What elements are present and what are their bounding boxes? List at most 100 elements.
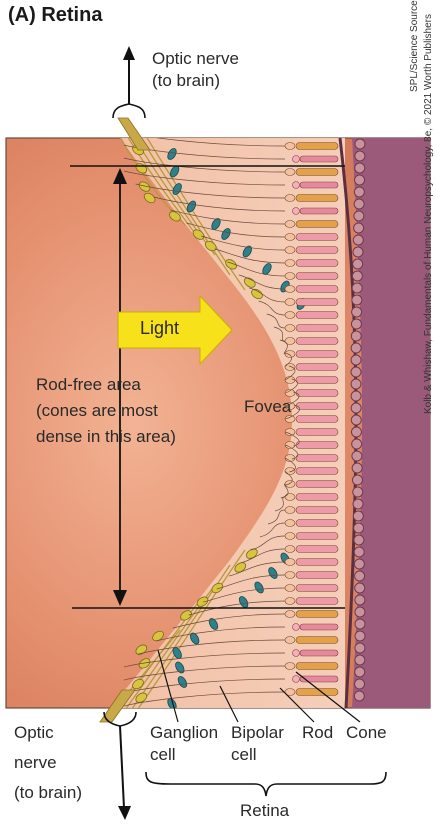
receptor-fiber [284,365,296,381]
receptor-fiber [250,535,286,551]
receptor-fiber [259,522,286,538]
pigment-cell [354,678,366,690]
pigment-cell [352,258,364,270]
receptor-fiber [229,561,286,577]
receptor-fiber [284,457,296,473]
cone-cell [295,194,339,202]
rod-nucleus [292,207,300,215]
rod-label: Rod [302,723,334,742]
light-arrow [117,294,233,366]
cone-nucleus [284,454,296,462]
cone-cell [295,519,339,527]
cone-nucleus [284,259,296,267]
pigment-layer [352,138,430,708]
ganglion-cell-label: Ganglion cell [150,723,219,764]
pigment-cell [350,402,362,414]
bipolar-cell [242,245,252,258]
cone-nucleus [284,584,296,592]
pigment-cell [354,618,366,630]
cone-cell [295,441,339,449]
pigment-cell [351,474,363,486]
receptor-fiber [156,626,286,642]
cone-cell [295,233,339,241]
pigment-cell [354,570,366,582]
pigment-cell [354,174,366,186]
pigment-cell [351,438,363,450]
receptor-fiber [201,235,286,251]
ganglion-cell [211,582,224,594]
rod-cell [299,181,339,189]
cone-nucleus [284,194,296,202]
cone-cell [295,285,339,293]
cone-nucleus [284,571,296,579]
bipolar-cell-label: Bipolar cell [231,723,284,764]
ganglion-cell [180,610,192,621]
cone-nucleus [284,662,296,670]
ganglion-cell [192,229,205,240]
pigment-cell [353,222,365,234]
receptor-fiber [284,378,298,394]
receptor-fiber [266,313,286,329]
cone-nucleus [284,324,296,332]
retina-label: Retina [240,801,290,820]
receptor-fiber [284,391,300,407]
cone-nucleus [284,376,296,384]
cone-cell [295,246,339,254]
cone-cell [295,272,339,280]
pigment-cell [353,210,365,222]
receptor-fiber [273,326,286,342]
optic-nerve-bottom-bundle [99,689,136,723]
cone-nucleus [284,610,296,618]
receptor-fiber [123,170,286,186]
cone-nucleus [284,467,296,475]
ganglion-cell [152,630,164,642]
cone-nucleus [284,519,296,527]
optic-nerve-top-bundle [117,117,151,151]
receptor-fiber [123,665,286,681]
retina-layer [110,138,345,708]
receptor-fiber [123,691,286,707]
pigment-cell [354,654,366,666]
receptor-fiber [258,300,286,316]
receptor-fiber [284,444,299,460]
cone-cell [295,376,339,384]
ganglion-cell [143,192,156,204]
cone-cell [295,415,339,423]
pigment-cell [352,510,364,522]
rod-cell [299,623,339,631]
cone-nucleus [284,168,296,176]
cone-cell [295,636,339,644]
cone-cell [295,545,339,553]
cone-cell [295,493,339,501]
pigment-cell [353,186,365,198]
cone-nucleus [284,350,296,358]
cone-nucleus [284,311,296,319]
rod-free-area-label: Rod-free area (cones are most dense in t… [36,375,176,446]
light-label: Light [140,318,180,338]
retina-brace [145,771,387,797]
receptor-fiber [153,196,286,212]
receptor-fiber [279,339,288,355]
receptor-fiber [267,509,286,525]
cone-cell [295,363,339,371]
pigment-cell [350,414,362,426]
rod-nucleus [292,181,300,189]
pigment-cell [351,462,363,474]
cone-cell [295,168,339,176]
pigment-cell [350,426,362,438]
pigment-cell [350,342,362,354]
receptor-fiber [123,144,286,160]
receptor-fiber [186,222,286,238]
pigment-cell [352,486,364,498]
cone-cell [295,402,339,410]
bipolar-cell [189,632,200,645]
cone-cell [295,220,339,228]
cone-nucleus [284,597,296,605]
pigment-cell [354,642,366,654]
pigment-cell [352,246,364,258]
cone-cell [295,532,339,540]
receptor-fiber [238,274,286,290]
cone-cell [295,597,339,605]
ganglion-cell [132,678,144,690]
cone-cell [295,142,339,150]
